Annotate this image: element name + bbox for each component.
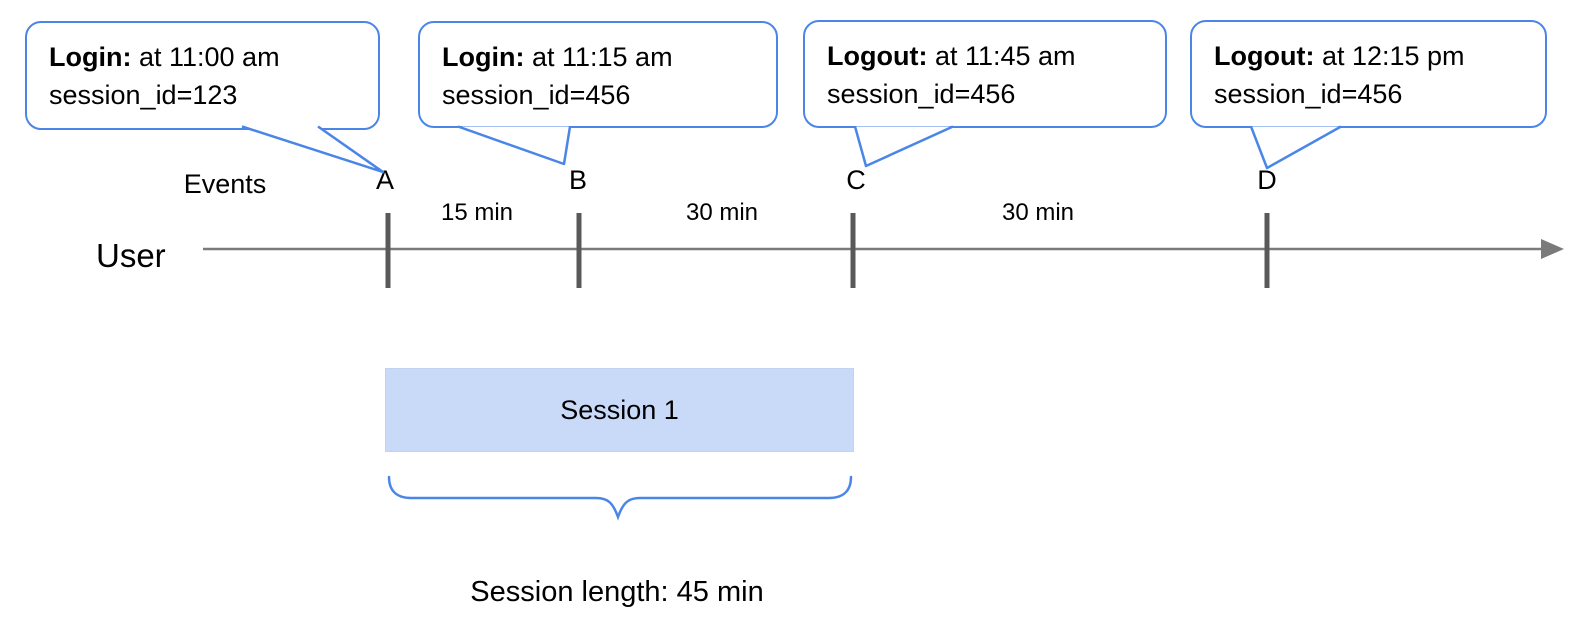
event-label-c: C	[846, 165, 866, 195]
interval-label-ab: 15 min	[440, 199, 514, 226]
callout-event-type: Login:	[49, 42, 132, 72]
callout-session-id: session_id=123	[49, 80, 238, 110]
callout-logout-c: Logout: at 11:45 am session_id=456	[803, 20, 1167, 128]
callout-event-type: Login:	[442, 42, 525, 72]
callout-line1: Logout: at 11:45 am	[827, 37, 1165, 75]
callout-session-id: session_id=456	[442, 80, 631, 110]
events-label: Events	[183, 169, 267, 199]
callout-line1: Logout: at 12:15 pm	[1214, 37, 1545, 75]
event-label-d: D	[1257, 165, 1277, 195]
session-brace	[387, 475, 853, 521]
interval-label-bc: 30 min	[685, 199, 759, 226]
callout-session-id: session_id=456	[1214, 79, 1403, 109]
callout-session-id: session_id=456	[827, 79, 1016, 109]
interval-label-cd: 30 min	[1001, 199, 1075, 226]
callout-tail-a	[241, 125, 385, 174]
callout-login-a: Login: at 11:00 am session_id=123	[25, 21, 380, 130]
session-box: Session 1	[385, 368, 854, 452]
callout-logout-d: Logout: at 12:15 pm session_id=456	[1190, 20, 1547, 128]
callout-event-type: Logout:	[827, 41, 928, 71]
callout-time: at 11:00 am	[131, 42, 280, 72]
callout-time: at 11:15 am	[524, 42, 673, 72]
callout-line1: Login: at 11:00 am	[49, 38, 378, 76]
callout-time: at 12:15 pm	[1314, 41, 1465, 71]
session-length-label: Session length: 45 min	[470, 576, 764, 608]
timeline-arrowhead-icon	[1541, 239, 1564, 259]
event-label-a: A	[375, 165, 395, 195]
callout-tail-d	[1249, 125, 1342, 170]
callout-login-b: Login: at 11:15 am session_id=456	[418, 21, 778, 128]
callout-tail-c	[853, 125, 954, 168]
callout-tail-b	[457, 125, 572, 166]
session-box-label: Session 1	[560, 394, 679, 425]
callout-line1: Login: at 11:15 am	[442, 38, 776, 76]
callout-time: at 11:45 am	[927, 41, 1076, 71]
user-label: User	[96, 237, 166, 274]
event-label-b: B	[568, 165, 588, 195]
callout-event-type: Logout:	[1214, 41, 1315, 71]
